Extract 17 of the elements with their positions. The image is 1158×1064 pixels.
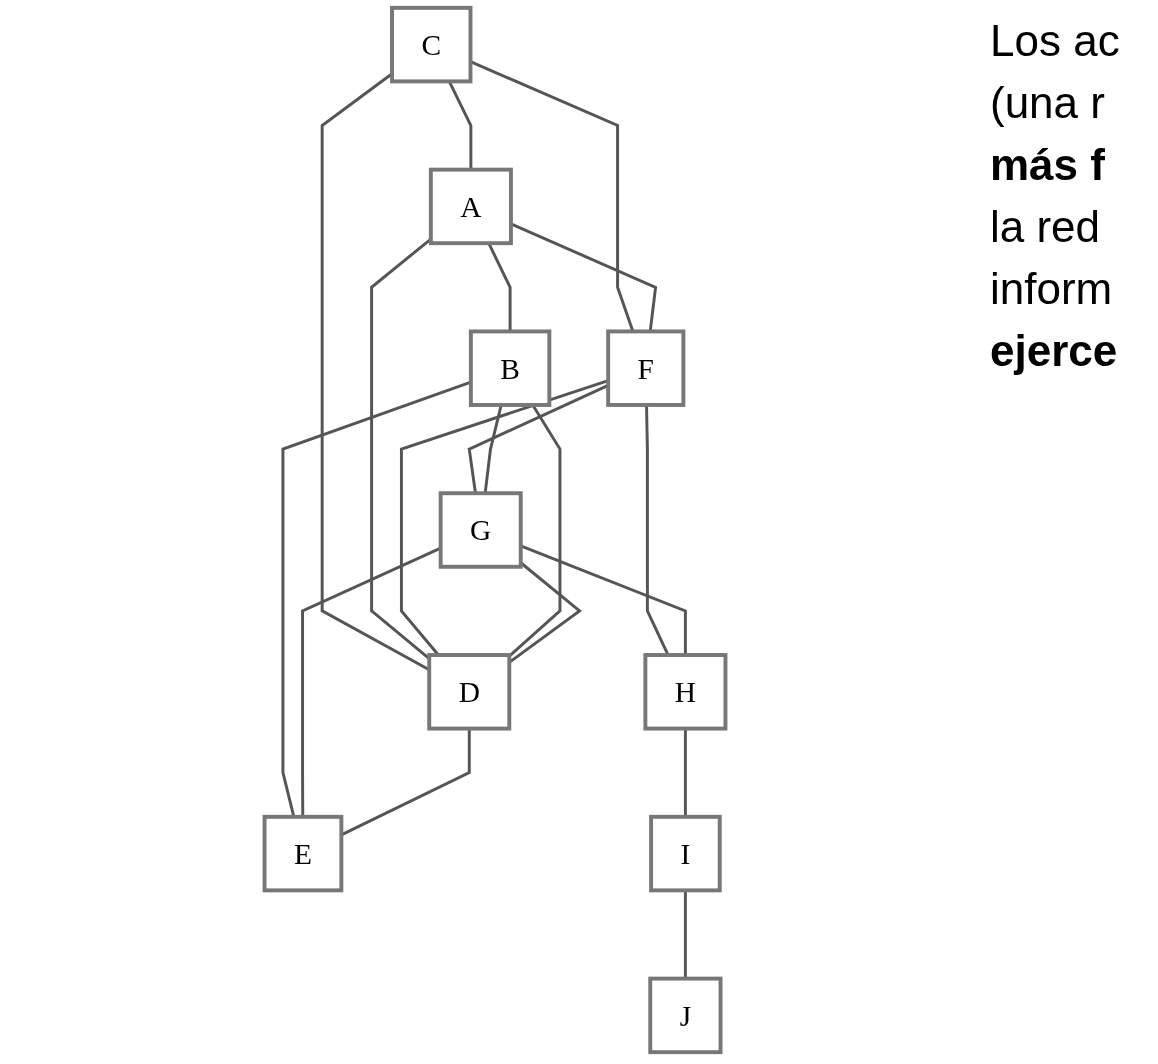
connector [483,404,503,494]
node-box: I [649,814,722,893]
connector [508,404,562,658]
node-box: D [427,653,512,731]
connector [320,72,430,672]
node-box: J [648,976,723,1055]
node-box: G [438,491,523,569]
connector [645,404,670,656]
node-box: C [390,5,473,84]
connector [683,890,687,979]
node-box: B [468,329,552,407]
node-box: A [428,167,513,246]
node-box: H [643,653,728,731]
connector [683,728,687,817]
paragraph: Los ac (una r más f la red inform ejerce [990,15,1121,377]
node-box: E [262,814,344,893]
node-box: F [606,329,686,407]
